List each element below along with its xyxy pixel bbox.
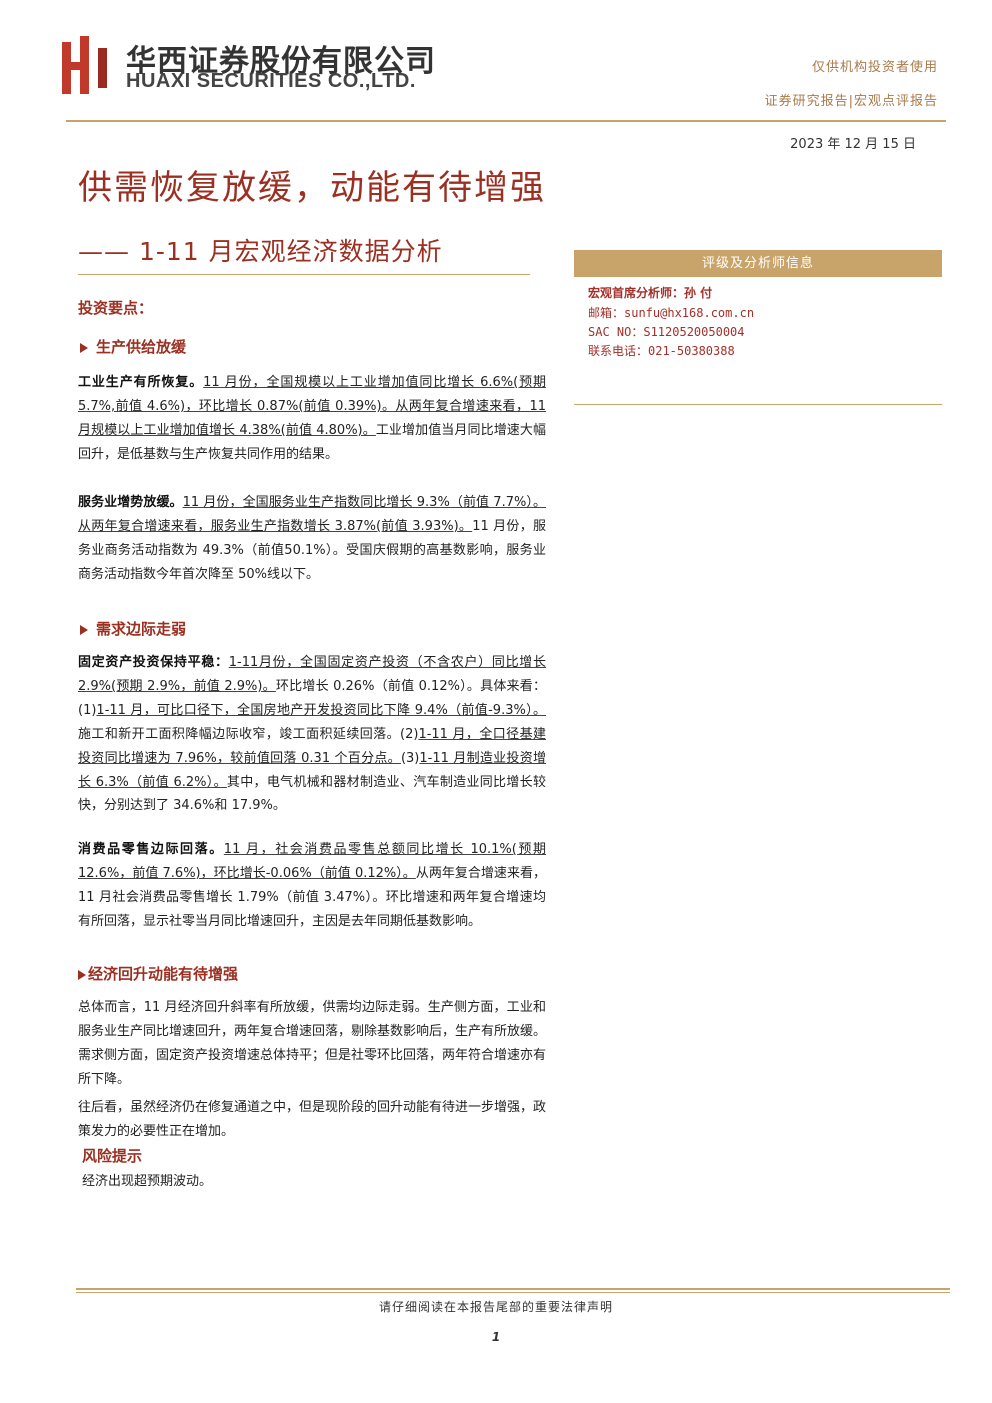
report-subtitle: —— 1-11 月宏观经济数据分析 [78,237,443,266]
subtitle-divider [78,274,530,275]
header-divider [66,120,946,122]
analyst-sac-number: SAC NO：S1120520050004 [588,325,745,339]
paragraph-fixed-investment: 固定资产投资保持平稳：1-11月份，全国固定资产投资（不含农户）同比增长 2.9… [78,655,546,814]
report-type: 证券研究报告|宏观点评报告 [764,94,938,109]
huaxi-logo-icon [62,36,107,94]
analyst-info-heading: 评级及分析师信息 [574,250,942,277]
report-date: 2023 年 12 月 15 日 [790,137,916,152]
report-title: 供需恢复放缓，动能有待增强 [78,168,546,208]
risk-text: 经济出现超预期波动。 [82,1174,213,1189]
paragraph-services: 服务业增势放缓。11 月份，全国服务业生产指数同比增长 9.3%（前值 7.7%… [78,495,546,582]
triangle-bullet-icon [78,969,86,980]
audience-note: 仅供机构投资者使用 [811,60,938,75]
paragraph-summary: 总体而言，11 月经济回升斜率有所放缓，供需均边际走弱。生产侧方面，工业和服务业… [78,1000,547,1087]
company-name-en: HUAXI SECURITIES CO.,LTD. [126,70,416,92]
page-number: 1 [491,1330,501,1344]
section-heading-demand: 需求边际走弱 [80,618,186,639]
section-heading-supply: 生产供给放缓 [80,336,186,357]
section-heading-momentum: 经济回升动能有待增强 [78,963,238,984]
paragraph-retail: 消费品零售边际回落。11 月，社会消费品零售总额同比增长 10.1%(预期 12… [78,842,546,929]
triangle-bullet-icon [80,624,88,635]
risk-heading: 风险提示 [82,1147,143,1165]
company-name-cn: 华西证券股份有限公司 [126,44,436,79]
footer-divider-thin [76,1292,950,1293]
key-points-heading: 投资要点： [78,299,154,317]
paragraph-industrial: 工业生产有所恢复。11 月份，全国规模以上工业增加值同比增长 6.6%(预期 5… [78,375,546,462]
triangle-bullet-icon [80,342,88,353]
footer-divider [76,1288,950,1290]
analyst-phone: 联系电话：021-50380388 [588,344,735,358]
legal-disclaimer: 请仔细阅读在本报告尾部的重要法律声明 [378,1300,613,1314]
analyst-name: 宏观首席分析师：孙 付 [588,286,713,300]
analyst-info-box: 评级及分析师信息 宏观首席分析师：孙 付 邮箱：sunfu@hx168.com.… [574,250,942,405]
analyst-email[interactable]: 邮箱：sunfu@hx168.com.cn [588,306,755,320]
paragraph-outlook: 往后看，虽然经济仍在修复通道之中，但是现阶段的回升动能有待进一步增强，政策发力的… [78,1100,547,1139]
